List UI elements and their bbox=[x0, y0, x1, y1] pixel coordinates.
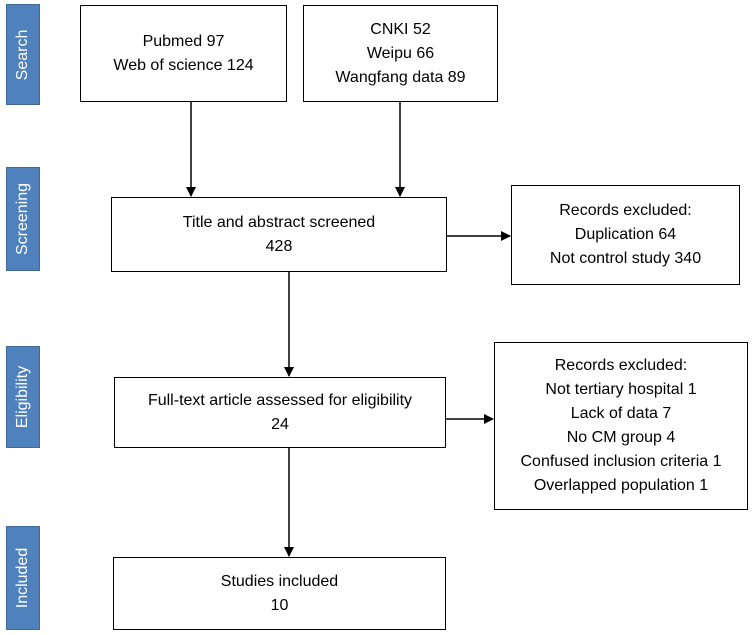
box-line: Records excluded: bbox=[559, 202, 692, 219]
box-line: 10 bbox=[270, 596, 289, 614]
box-line: Lack of data 7 bbox=[570, 405, 672, 422]
box-line: Web of science 124 bbox=[113, 56, 254, 74]
box-line: Confused inclusion criteria 1 bbox=[520, 453, 722, 470]
box-line: 24 bbox=[271, 415, 289, 433]
box-line: Not tertiary hospital 1 bbox=[545, 381, 697, 398]
box-line: Duplication 64 bbox=[574, 226, 677, 243]
box-line: CNKI 52 bbox=[370, 20, 431, 38]
box-line: Full-text article assessed for eligibili… bbox=[147, 391, 413, 409]
box-line: Not control study 340 bbox=[549, 250, 702, 267]
box-chinese-databases: CNKI 52 Weipu 66 Wangfang data 89 bbox=[303, 5, 498, 102]
box-line: Wangfang data 89 bbox=[335, 68, 466, 86]
box-line: Title and abstract screened bbox=[182, 213, 376, 231]
box-records-excluded-fulltext: Records excluded: Not tertiary hospital … bbox=[494, 342, 748, 510]
stage-tab-included: Included bbox=[6, 526, 40, 630]
stage-tab-search: Search bbox=[6, 4, 40, 105]
box-records-excluded-screening: Records excluded: Duplication 64 Not con… bbox=[511, 185, 740, 285]
stage-tab-screening: Screening bbox=[6, 167, 40, 271]
box-line: Pubmed 97 bbox=[142, 32, 225, 50]
box-line: 428 bbox=[265, 237, 293, 255]
box-line: Weipu 66 bbox=[366, 44, 435, 62]
box-title-abstract-screened: Title and abstract screened 428 bbox=[111, 197, 447, 272]
box-line: No CM group 4 bbox=[566, 429, 676, 446]
box-fulltext-assessed: Full-text article assessed for eligibili… bbox=[114, 377, 446, 448]
stage-tab-eligibility: Eligibility bbox=[6, 346, 40, 448]
box-line: Overlapped population 1 bbox=[533, 477, 709, 494]
box-studies-included: Studies included 10 bbox=[113, 557, 446, 630]
box-line: Studies included bbox=[220, 572, 339, 590]
box-line: Records excluded: bbox=[554, 357, 688, 374]
box-pubmed-wos: Pubmed 97 Web of science 124 bbox=[80, 5, 287, 102]
